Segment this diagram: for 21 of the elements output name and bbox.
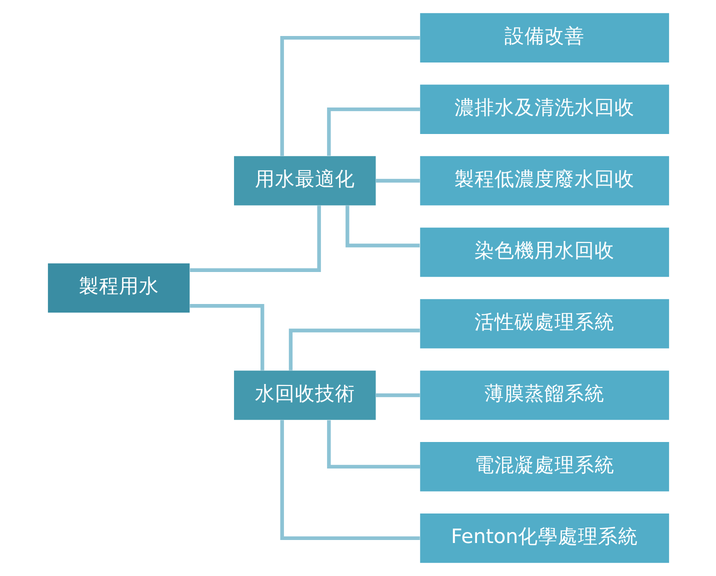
connector xyxy=(326,107,420,156)
connector xyxy=(375,393,420,398)
node-box: 設備改善 xyxy=(420,13,669,62)
connector xyxy=(375,178,420,183)
node-box: Fenton化學處理系統 xyxy=(420,514,669,563)
connector xyxy=(189,304,264,370)
node-box: 電混凝處理系統 xyxy=(420,442,669,492)
node-box: 薄膜蒸餾系統 xyxy=(420,370,669,420)
node-box: 製程用水 xyxy=(47,263,190,313)
connector xyxy=(280,420,420,540)
node-box: 水回收技術 xyxy=(234,370,376,420)
connector xyxy=(280,36,420,156)
node-box: 活性碳處理系統 xyxy=(420,299,669,348)
connector xyxy=(288,328,420,370)
node-box: 染色機用水回收 xyxy=(420,228,669,277)
node-box: 濃排水及清洗水回收 xyxy=(420,84,669,134)
connector xyxy=(189,206,320,272)
connector xyxy=(345,206,420,248)
node-box: 用水最適化 xyxy=(234,156,376,206)
connector xyxy=(326,420,420,469)
node-box: 製程低濃度廢水回收 xyxy=(420,156,669,206)
